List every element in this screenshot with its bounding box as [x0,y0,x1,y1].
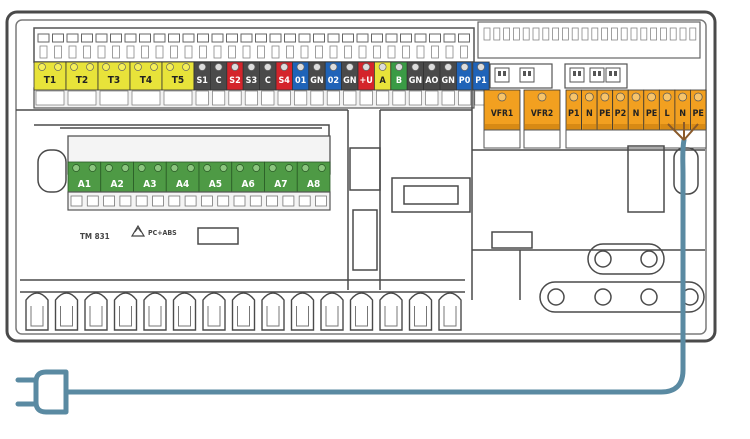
terminal-a: A [373,61,392,106]
terminal-gn: GN [308,61,326,106]
terminal-label: GN [343,76,357,86]
terminal-s3: S3 [242,61,260,106]
cable-clamps [539,243,705,313]
power-terminal-label: N [679,109,686,119]
terminal-label: +U [360,76,373,86]
recycle-icon [130,224,146,237]
terminal-02: 02 [324,61,343,106]
terminal-label: S3 [246,76,257,86]
power-terminal-pe: PE [690,89,707,131]
terminal-t3: T3 [97,61,131,106]
power-terminal-label: L [665,109,670,119]
cable-wires [667,122,699,141]
actuator-terminal-label: A7 [274,179,287,190]
terminal-gn: GN [406,61,425,106]
terminal-label: A [379,76,386,86]
actuator-terminal-a3: A3 [133,161,167,193]
power-terminal-label: VFR2 [531,109,553,119]
actuator-terminal-a2: A2 [100,161,134,193]
power-terminal-label: P2 [615,109,627,119]
actuator-terminal-a4: A4 [165,161,200,193]
terminal-t4: T4 [129,61,163,106]
power-cable [87,137,687,395]
actuator-terminal-label: A1 [78,179,91,190]
power-terminal-label: N [586,109,593,119]
terminal-t1: T1 [33,61,67,106]
terminal-s4: S4 [275,61,293,106]
power-terminal-vfr1: VFR1 [483,89,521,131]
terminal-label: 01 [295,76,307,86]
material-mark-label: PC+ABS [148,229,177,237]
power-terminal-label: N [633,109,640,119]
actuator-terminal-a1: A1 [67,161,102,193]
power-terminal-label: PE [646,109,657,119]
power-terminal-label: P1 [568,109,580,119]
device-model-label: TM 831 [80,232,110,241]
power-plug-icon [15,369,90,415]
terminal-label: T4 [140,75,152,86]
terminal-label: T3 [108,75,120,86]
terminal-label: S2 [229,76,240,86]
actuator-terminal-block: A1 A2 A3 A4 A5 A6 A7 A8 [67,135,331,211]
cable-glands [25,292,462,331]
actuator-terminal-label: A5 [209,179,222,190]
power-terminal-label: PE [692,109,703,119]
terminal-gn: GN [341,61,359,106]
power-terminal-p2: P2 [612,89,629,131]
actuator-terminal-label: A8 [307,179,320,190]
terminal-label: GN [409,76,423,86]
actuator-terminal-label: A3 [143,179,156,190]
terminal-label: C [216,76,222,86]
terminal-label: GN [310,76,324,86]
terminal-label: S4 [278,76,290,86]
terminal-label: AO [425,76,438,86]
power-terminal-l: L [658,89,676,131]
terminal-gn: GN [439,61,457,106]
terminal-c: C [209,61,228,106]
housing-inner-outline [15,19,707,335]
actuator-terminal-a7: A7 [264,161,298,193]
actuator-terminal-a6: A6 [231,161,265,193]
right-top-slots [477,21,701,89]
housing-structure [16,62,705,300]
actuator-terminal-a8: A8 [296,161,331,193]
power-terminal-n: N [674,89,691,131]
actuator-terminal-a5: A5 [198,161,233,193]
terminal-t5: T5 [161,61,195,106]
terminal-label: 02 [328,76,339,86]
terminal-p0: P0 [455,61,474,106]
terminal-label: T1 [44,75,56,86]
terminal-label: P1 [475,76,487,86]
terminal-t2: T2 [65,61,99,106]
terminal-ao: AO [423,61,441,106]
terminal-label: S1 [196,76,208,86]
power-terminal-p1: P1 [565,89,582,131]
terminal-b: B [390,61,408,106]
terminal-s1: S1 [193,61,211,106]
actuator-terminal-label: A6 [242,179,255,190]
power-terminal-vfr2: VFR2 [523,89,561,131]
terminal-label: C [265,76,271,86]
terminal-c: C [259,61,277,106]
power-terminal-pe: PE [643,89,660,131]
power-terminal-n: N [627,89,645,131]
power-terminal-pe: PE [596,89,614,131]
actuator-terminal-label: A4 [176,179,189,190]
terminal-label: P0 [459,76,471,86]
terminal-plus-u: +U [357,61,375,106]
actuator-terminal-label: A2 [111,179,124,190]
terminal-01: 01 [291,61,310,106]
terminal-s2: S2 [226,61,244,106]
terminal-label: B [396,76,402,86]
power-terminal-label: VFR1 [491,109,513,119]
power-terminal-label: PE [599,109,610,119]
power-terminal-n: N [581,89,598,131]
terminal-label: T2 [76,75,88,86]
terminal-label: T5 [172,75,184,86]
terminal-label: GN [441,76,455,86]
